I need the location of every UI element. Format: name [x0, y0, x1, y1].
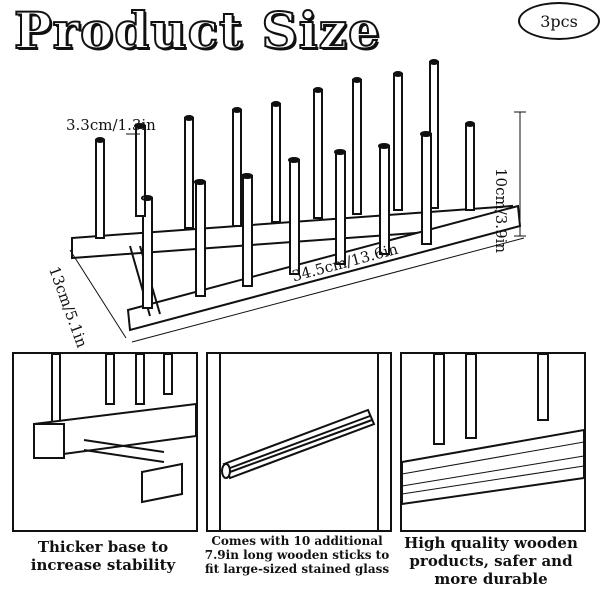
rack-illustration: [69, 59, 526, 343]
feature-caption-base: Thicker base to increase stability: [30, 538, 176, 574]
feature-panel-quality: [400, 352, 586, 532]
feature-caption-sticks: Comes with 10 additional 7.9in long wood…: [204, 534, 390, 576]
peg-diameter-label: 3.3cm/1.3in: [66, 116, 156, 134]
feature-panel-sticks: [206, 352, 392, 532]
quantity-badge: 3pcs: [518, 2, 600, 40]
height-label: 10cm/3.9in: [492, 168, 510, 254]
feature-panel-base: [12, 352, 198, 532]
feature-caption-quality: High quality wooden products, safer and …: [404, 534, 578, 588]
page-title: Product Size: [13, 1, 381, 60]
